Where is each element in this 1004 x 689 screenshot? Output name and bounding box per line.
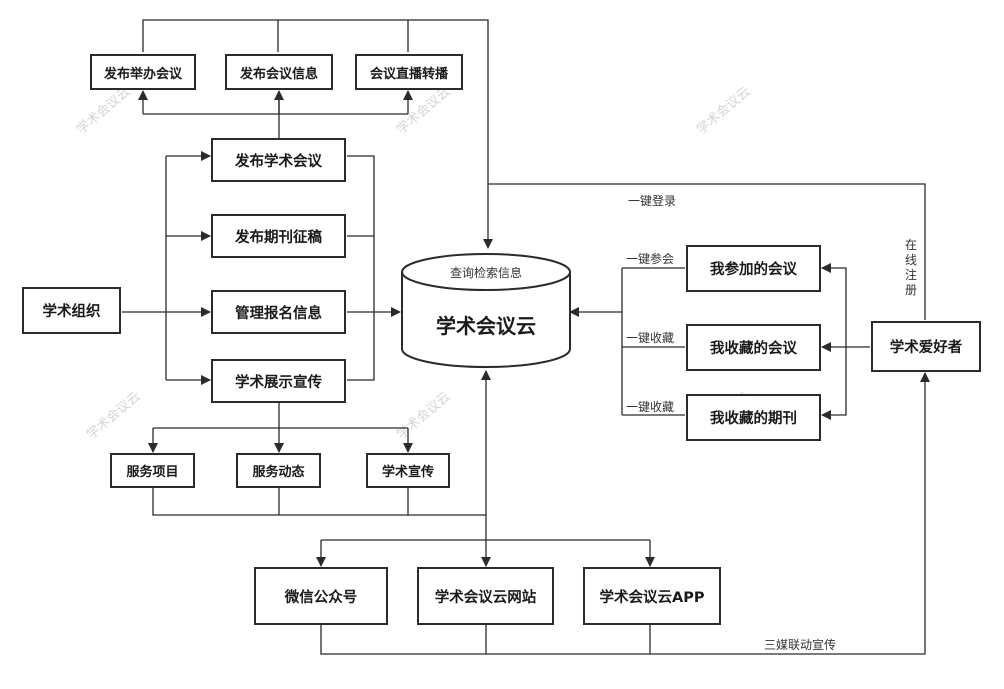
edge-enth-split (821, 263, 870, 348)
node-publish-conference: 发布学术会议 (211, 138, 346, 182)
node-live-broadcast: 会议直播转播 (355, 54, 463, 90)
node-fav-journal: 我收藏的期刊 (686, 394, 821, 441)
node-showcase: 学术展示宣传 (211, 359, 346, 403)
edge-bottom-bus (152, 488, 486, 516)
node-my-conference: 我参加的会议 (686, 245, 821, 292)
label-one-click-fav-journal: 一键收藏 (626, 400, 675, 414)
node-website: 学术会议云网站 (417, 567, 554, 625)
edge-merge-vertical (347, 155, 375, 381)
database-title: 学术会议云 (436, 314, 536, 338)
node-conference-info: 发布会议信息 (225, 54, 333, 90)
edge-enth-fav2 (821, 347, 847, 420)
label-one-click-fav-conference: 一键收藏 (626, 331, 675, 345)
node-academic-promo: 学术宣传 (366, 453, 450, 488)
node-wechat: 微信公众号 (254, 567, 388, 625)
database-caption: 查询检索信息 (450, 266, 523, 280)
node-app: 学术会议云APP (583, 567, 721, 625)
node-publish-journal: 发布期刊征稿 (211, 214, 346, 258)
node-service-news: 服务动态 (236, 453, 321, 488)
node-enthusiast: 学术爱好者 (871, 321, 981, 372)
label-one-click-login: 一键登录 (628, 194, 677, 208)
database-cylinder (401, 253, 571, 368)
node-host-conference: 发布举办会议 (90, 54, 196, 90)
edge-top-bus (142, 19, 493, 249)
node-fav-conference: 我收藏的会议 (686, 324, 821, 371)
node-manage-registration: 管理报名信息 (211, 290, 346, 334)
label-online-register: 在线注册 (904, 238, 917, 297)
edge-linkage (320, 372, 930, 655)
label-three-media: 三媒联动宣传 (764, 638, 837, 652)
edge-login (488, 183, 926, 320)
label-one-click-join: 一键参会 (626, 252, 675, 266)
node-service-items: 服务项目 (110, 453, 195, 488)
node-academic-org: 学术组织 (22, 287, 121, 334)
